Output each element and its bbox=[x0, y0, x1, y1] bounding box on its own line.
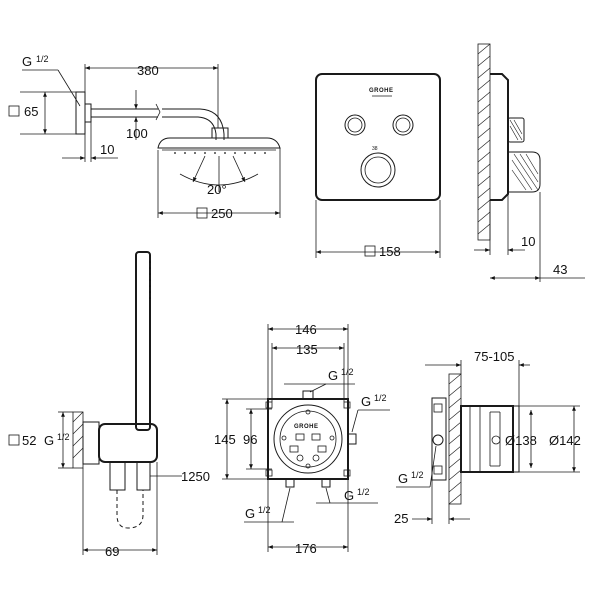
hand-shower-nozzles bbox=[149, 261, 151, 299]
square-symbol bbox=[8, 105, 20, 117]
dim-box-height-inner-label: 96 bbox=[243, 432, 257, 447]
dim-depth-a-label: 10 bbox=[521, 234, 535, 249]
plate-profile bbox=[490, 73, 509, 201]
hand-connection-g: G bbox=[44, 433, 54, 448]
head-connector bbox=[211, 127, 229, 139]
wall-hatching bbox=[477, 43, 491, 235]
box-bottom-connection-g-right: G bbox=[344, 488, 354, 503]
dim-box-width-bottom-label: 176 bbox=[295, 541, 317, 556]
dial-marking: 38 bbox=[372, 146, 378, 152]
push-button-right bbox=[392, 114, 414, 136]
dim-arm-height-label: 100 bbox=[126, 126, 148, 141]
bottom-connection-right bbox=[321, 478, 331, 488]
side-connection-g: G bbox=[398, 471, 408, 486]
box-side-connection-fraction: 1/2 bbox=[374, 393, 387, 403]
dim-plate-size-label: 158 bbox=[379, 244, 401, 259]
dim-diameter-large-label: Ø142 bbox=[549, 433, 581, 448]
control-plate-front-view: GROHE 38 158 bbox=[315, 73, 441, 259]
arm-break-mark bbox=[155, 103, 161, 121]
side-connection-port bbox=[432, 434, 444, 446]
box-bottom-connection-fraction-left: 1/2 bbox=[258, 505, 271, 515]
housing-ribs bbox=[469, 406, 501, 472]
dim-bracket-label: 52 bbox=[22, 433, 36, 448]
dim-box-width-inner-label: 135 bbox=[296, 342, 318, 357]
dial-knurl bbox=[511, 153, 539, 191]
box-corner-tabs bbox=[265, 401, 351, 477]
hand-wall-hatching bbox=[72, 411, 84, 459]
mounting-plate bbox=[431, 397, 447, 481]
dim-depth-min-label: 25 bbox=[394, 511, 408, 526]
dim-arm-length-label: 380 bbox=[137, 63, 159, 78]
hand-shower-view: 52 G 1/2 1250 69 bbox=[8, 251, 210, 559]
hose bbox=[116, 490, 144, 529]
housing-center-port bbox=[491, 435, 501, 445]
square-symbol-head bbox=[196, 207, 208, 219]
connection-label-g: G bbox=[22, 54, 32, 69]
overhead-shower-view: 380 G 1/2 65 100 10 20° 250 bbox=[8, 54, 281, 221]
top-connection bbox=[302, 390, 314, 400]
dim-projection-label: 69 bbox=[105, 544, 119, 559]
box-bottom-right-leader bbox=[325, 487, 331, 504]
dim-diameter-small-label: Ø138 bbox=[505, 433, 537, 448]
thermostat-dial bbox=[360, 152, 396, 188]
wall-outlet-bracket bbox=[82, 421, 100, 465]
dim-box-height-outer-label: 145 bbox=[214, 432, 236, 447]
box-top-connection-fraction: 1/2 bbox=[341, 367, 354, 377]
shower-head-nozzles bbox=[174, 152, 266, 154]
side-connection bbox=[347, 433, 357, 445]
rough-in-box-front-view: GROHE 146 135 G 1/2 G 1/2 bbox=[214, 322, 390, 556]
box-bottom-connection-fraction-right: 1/2 bbox=[357, 487, 370, 497]
holder-body bbox=[98, 423, 158, 463]
rough-in-ports bbox=[281, 409, 335, 469]
control-side-view: 10 43 bbox=[474, 43, 585, 282]
rough-in-side-view: 75-105 Ø138 Ø142 G 1/2 25 bbox=[394, 349, 581, 526]
shower-arm bbox=[91, 108, 158, 118]
dim-head-size-label: 250 bbox=[211, 206, 233, 221]
dim-depth-b-label: 43 bbox=[553, 262, 567, 277]
box-top-leader bbox=[309, 383, 327, 393]
box-bottom-connection-g-left: G bbox=[245, 506, 255, 521]
connection-leader bbox=[57, 69, 81, 107]
angle-label: 20° bbox=[207, 182, 227, 197]
dial-profile bbox=[508, 151, 541, 193]
dim-depth-range-label: 75-105 bbox=[474, 349, 514, 364]
wall-flange bbox=[75, 91, 86, 135]
dim-box-width-outer-label: 146 bbox=[295, 322, 317, 337]
shower-head bbox=[157, 137, 281, 149]
side-connection-fraction: 1/2 bbox=[411, 470, 424, 480]
box-side-connection-g: G bbox=[361, 394, 371, 409]
trim-plate bbox=[315, 73, 441, 201]
box-top-connection-g: G bbox=[328, 368, 338, 383]
rough-in-body bbox=[273, 404, 343, 474]
box-side-leader bbox=[351, 409, 359, 433]
square-symbol-plate bbox=[364, 245, 376, 257]
hose-connector bbox=[136, 462, 151, 491]
plate-brand-logo: GROHE bbox=[369, 88, 394, 94]
hand-shower-handle bbox=[135, 251, 151, 431]
flange-collar bbox=[84, 103, 92, 123]
box-bottom-left-leader bbox=[281, 487, 291, 523]
dim-wall-offset-label: 10 bbox=[100, 142, 114, 157]
connection-fraction: 1/2 bbox=[36, 54, 49, 64]
hose-outlet bbox=[109, 462, 126, 491]
button-profile bbox=[507, 117, 525, 143]
mounting-screw-top bbox=[433, 403, 443, 413]
dim-hose-length-label: 1250 bbox=[181, 469, 210, 484]
side-wall-hatching bbox=[448, 373, 462, 505]
box-brand-logo: GROHE bbox=[294, 424, 319, 430]
side-connection-leader bbox=[429, 445, 437, 488]
mounting-screw-bottom bbox=[433, 465, 443, 475]
dim-flange-label: 65 bbox=[24, 104, 38, 119]
rough-in-cover bbox=[512, 405, 520, 473]
button-knurl bbox=[509, 119, 523, 141]
square-symbol-bracket bbox=[8, 434, 20, 446]
wall-section bbox=[477, 43, 491, 241]
push-button-left bbox=[344, 114, 366, 136]
shower-arm-bend bbox=[162, 108, 225, 140]
bottom-connection-left bbox=[285, 478, 295, 488]
